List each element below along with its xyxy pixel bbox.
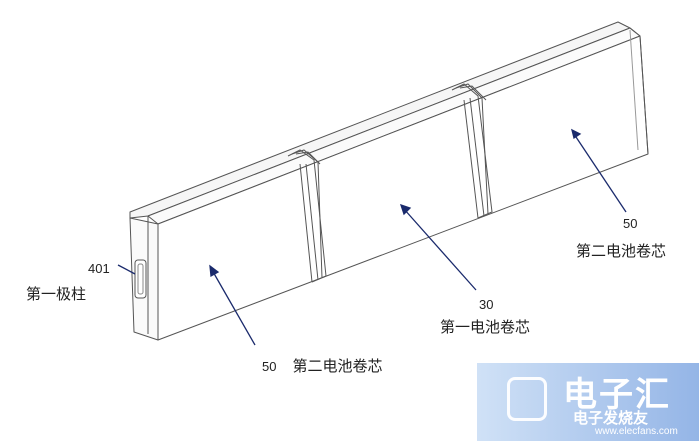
core-left-number: 50 <box>262 359 277 374</box>
right-inner-edge <box>629 29 639 151</box>
watermark-brand: 电子汇 <box>563 375 671 415</box>
separator-band-right <box>451 83 493 219</box>
right-edge <box>639 35 649 155</box>
core-right-text-label: 第二电池卷芯 <box>576 242 667 260</box>
pole-number-label: 401 <box>88 261 110 276</box>
core-left-text: 第二电池卷芯 <box>292 357 383 375</box>
watermark-subtitle: 电子发烧友 <box>573 409 649 427</box>
elecfans-watermark: 电子汇 电子发烧友 www.elecfans.com <box>477 363 699 441</box>
pole-text-label: 第一极柱 <box>26 285 87 303</box>
battery-box <box>129 21 649 341</box>
elecfans-logo-icon <box>507 377 547 421</box>
separator-band-left <box>287 149 327 283</box>
pole-terminal <box>134 259 147 299</box>
pole-terminal-inner <box>137 263 144 295</box>
core-right-number-label: 50 <box>623 216 638 231</box>
core-left-label: 50 第二电池卷芯 <box>262 355 382 376</box>
core-center-text-label: 第一电池卷芯 <box>440 318 531 336</box>
leader-lines <box>117 128 627 346</box>
watermark-url: www.elecfans.com <box>595 426 678 437</box>
corner-edge <box>629 27 641 37</box>
core-center-number-label: 30 <box>479 297 494 312</box>
top-face <box>129 21 631 219</box>
